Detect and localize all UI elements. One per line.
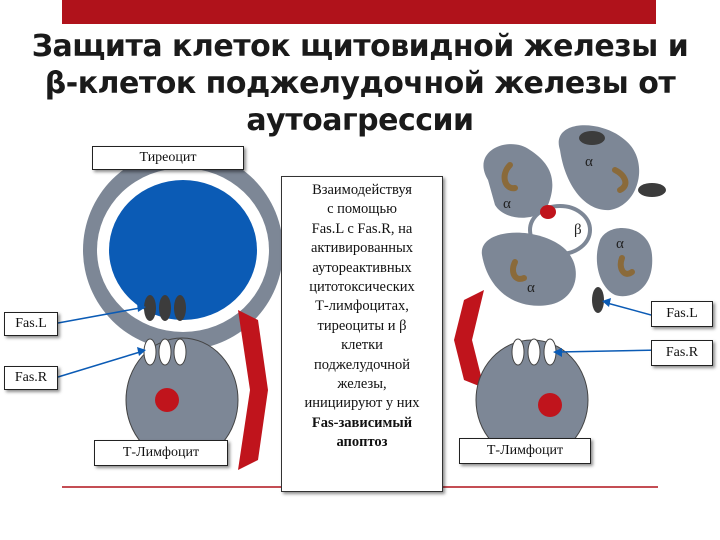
beta-label: β bbox=[574, 222, 582, 238]
explanation-line: Fas.L с Fas.R, на bbox=[311, 220, 413, 237]
t-lymphocyte-label-right: Т-Лимфоцит bbox=[459, 438, 591, 464]
fasl-receptors-left bbox=[144, 295, 186, 321]
alpha-label-2: α bbox=[503, 196, 511, 212]
explanation-bold-line: апоптоз bbox=[336, 434, 388, 451]
thyrocyte-label: Тиреоцит bbox=[92, 146, 244, 170]
fasr-receptors-left bbox=[143, 338, 187, 366]
arrow-fasr-right bbox=[557, 349, 663, 353]
title-line-1: Защита клеток щитовидной железы и bbox=[31, 29, 689, 64]
explanation-line: Т-лимфоцитах, bbox=[315, 298, 409, 315]
arrow-fasr-left bbox=[57, 351, 141, 378]
arrow-fasl-left bbox=[57, 307, 141, 324]
explanation-line: аутореактивных bbox=[312, 259, 412, 276]
title-line-3: аутоагрессии bbox=[246, 103, 474, 138]
top-accent-bar bbox=[62, 0, 656, 24]
fasr-receptors-right bbox=[511, 338, 557, 366]
fasr-label-left: Fas.R bbox=[4, 366, 58, 390]
chevron-right bbox=[454, 290, 484, 388]
explanation-line: активированных bbox=[310, 240, 414, 257]
explanation-line: с помощью bbox=[327, 201, 397, 218]
nucleus-right bbox=[538, 393, 562, 417]
fasl-label-left: Fas.L bbox=[4, 312, 58, 336]
explanation-line: клетки bbox=[341, 337, 383, 354]
fasl-label-right: Fas.L bbox=[651, 301, 713, 327]
thyrocyte-colloid bbox=[109, 180, 257, 320]
explanation-line: цитотоксических bbox=[309, 279, 415, 296]
alpha-label-1: α bbox=[585, 154, 593, 170]
fasr-label-right: Fas.R bbox=[651, 340, 713, 366]
title-line-2: β-клеток поджелудочной железы от bbox=[44, 66, 676, 101]
alpha-cell-4 bbox=[481, 232, 576, 306]
explanation-line: Взаимодействуя bbox=[312, 182, 412, 198]
slide-title: Защита клеток щитовидной железы и β-клет… bbox=[20, 28, 700, 139]
alpha-cell-1 bbox=[483, 144, 553, 218]
explanation-line: железы, bbox=[337, 376, 387, 393]
nucleus-left bbox=[155, 388, 179, 412]
t-lymphocyte-label-left: Т-Лимфоцит bbox=[94, 440, 228, 466]
explanation-box: Взаимодействуя с помощью Fas.L с Fas.R, … bbox=[281, 176, 443, 492]
chevron-left bbox=[238, 310, 268, 470]
alpha-label-4: α bbox=[527, 280, 535, 296]
explanation-line: тиреоциты и β bbox=[317, 317, 407, 334]
alpha-label-3: α bbox=[616, 236, 624, 252]
alpha-cell-3 bbox=[596, 228, 653, 297]
explanation-bold-line: Fas-зависимый bbox=[311, 414, 413, 431]
explanation-line: поджелудочной bbox=[313, 356, 411, 373]
fasl-receptor-islet bbox=[592, 287, 604, 313]
alpha-cell-2 bbox=[558, 125, 666, 211]
explanation-line: инициируют у них bbox=[304, 395, 420, 412]
